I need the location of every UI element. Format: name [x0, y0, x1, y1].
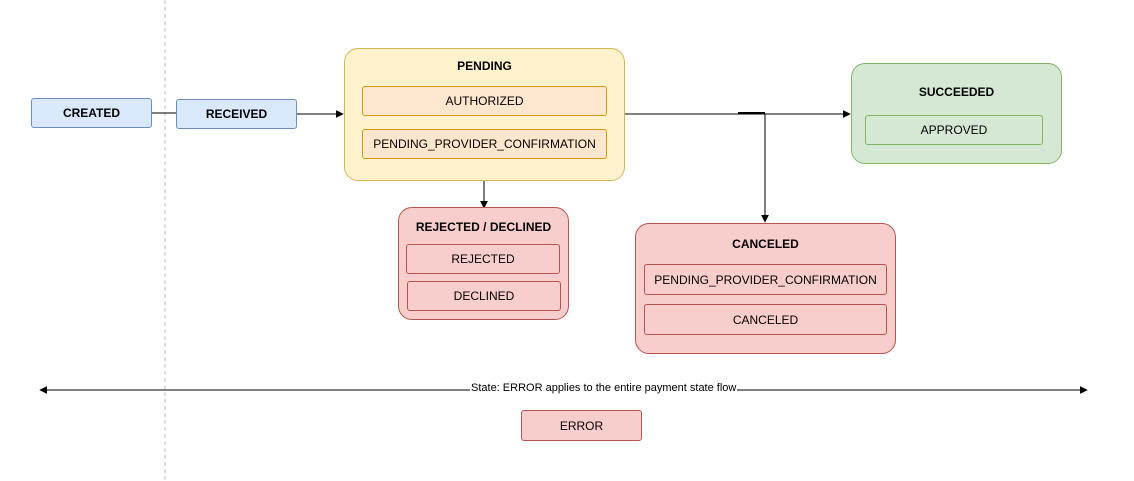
substate-canceled[interactable]: CANCELED [644, 304, 887, 335]
state-canceled-title: CANCELED [732, 237, 799, 251]
error-scope-label: State: ERROR applies to the entire payme… [470, 382, 738, 394]
state-pending-group[interactable]: PENDING AUTHORIZED PENDING_PROVIDER_CONF… [344, 48, 625, 181]
substate-authorized[interactable]: AUTHORIZED [362, 86, 607, 116]
substate-pending-provider-confirmation-canceled[interactable]: PENDING_PROVIDER_CONFIRMATION [644, 264, 887, 295]
state-created[interactable]: CREATED [31, 98, 152, 128]
state-succeeded-group[interactable]: SUCCEEDED APPROVED [851, 63, 1062, 164]
substate-rejected[interactable]: REJECTED [406, 244, 560, 274]
state-error[interactable]: ERROR [521, 410, 642, 441]
substate-declined[interactable]: DECLINED [407, 281, 561, 311]
state-succeeded-title: SUCCEEDED [918, 85, 995, 99]
substate-pending-provider-confirmation[interactable]: PENDING_PROVIDER_CONFIRMATION [362, 129, 607, 159]
state-rejected-declined-group[interactable]: REJECTED / DECLINED REJECTED DECLINED [398, 207, 569, 320]
state-canceled-group[interactable]: CANCELED PENDING_PROVIDER_CONFIRMATION C… [635, 223, 896, 354]
state-received[interactable]: RECEIVED [176, 99, 297, 129]
state-rejected-declined-title: REJECTED / DECLINED [415, 220, 552, 234]
substate-approved[interactable]: APPROVED [865, 115, 1043, 145]
state-pending-title: PENDING [457, 59, 512, 73]
